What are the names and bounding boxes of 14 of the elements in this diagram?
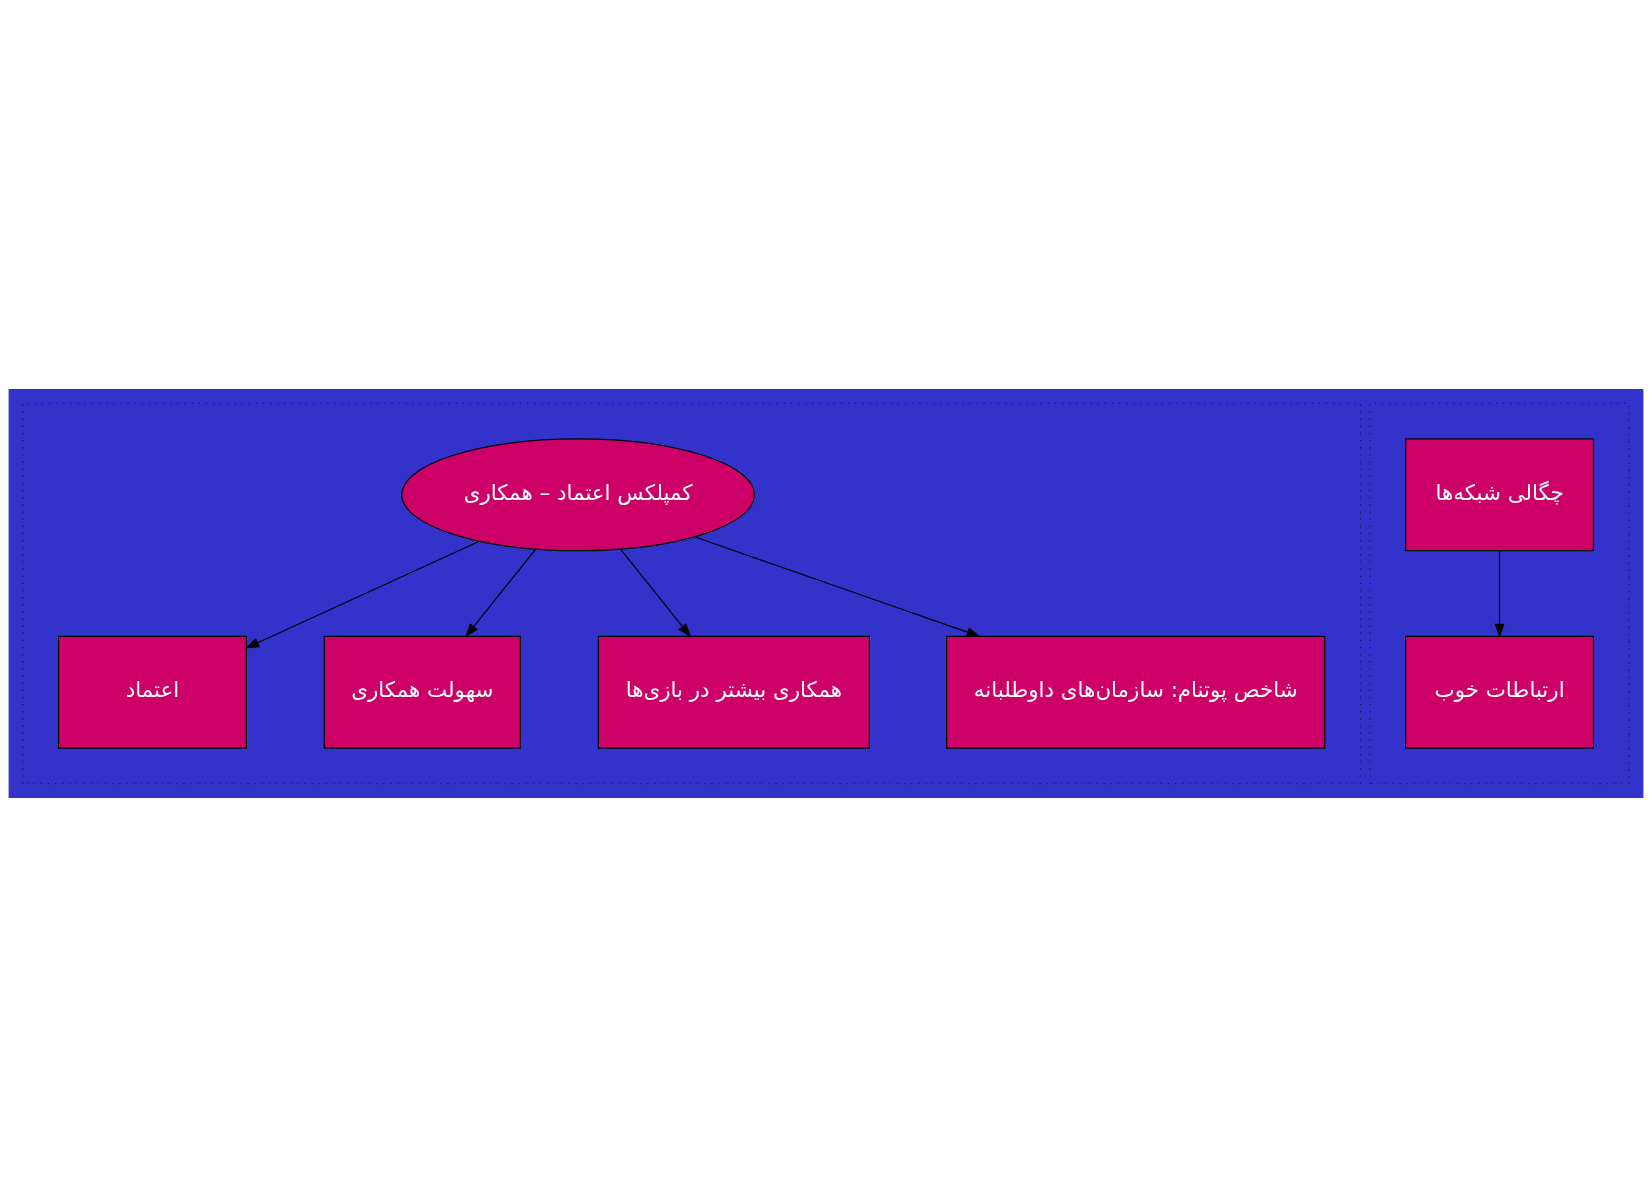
node-box: اعتماد xyxy=(57,635,247,749)
arrow xyxy=(465,548,537,637)
node-box: ارتباطات خوب xyxy=(1405,635,1595,749)
arrow xyxy=(694,535,981,637)
arrow xyxy=(244,540,480,649)
node-box: شاخص پوتنام: سازمان‌های داوطلبانه xyxy=(946,635,1326,749)
cluster xyxy=(22,402,1362,784)
node-box: سهولت همکاری xyxy=(323,635,522,749)
cluster xyxy=(1369,402,1630,784)
node-box: چگالی شبکه‌ها xyxy=(1405,437,1595,551)
node-ellipse: کمپلکس اعتماد – همکاری xyxy=(401,437,756,551)
arrow xyxy=(620,548,692,637)
arrow xyxy=(1494,549,1505,638)
node-box: همکاری بیشتر در بازی‌ها xyxy=(597,635,870,749)
